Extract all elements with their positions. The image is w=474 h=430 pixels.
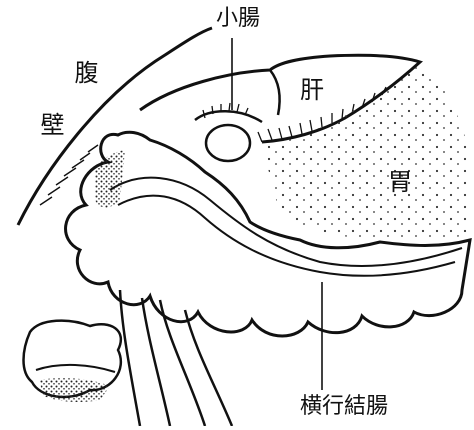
peritoneum-shading (95, 150, 125, 208)
label-transverse-colon: 横行結腸 (300, 396, 388, 418)
label-liver: 肝 (300, 78, 324, 102)
intestine-tube-left (120, 290, 140, 426)
label-abdominal-wall-top: 腹 (72, 60, 96, 84)
label-small-intestine: 小腸 (216, 8, 260, 30)
liver-lobe-divider (270, 70, 280, 115)
small-intestine-loop (206, 125, 250, 161)
stomach-region (262, 62, 470, 239)
lower-coil-shading (40, 378, 110, 402)
label-stomach: 胃 (388, 170, 412, 194)
label-abdominal-wall-bottom: 壁 (38, 112, 62, 136)
